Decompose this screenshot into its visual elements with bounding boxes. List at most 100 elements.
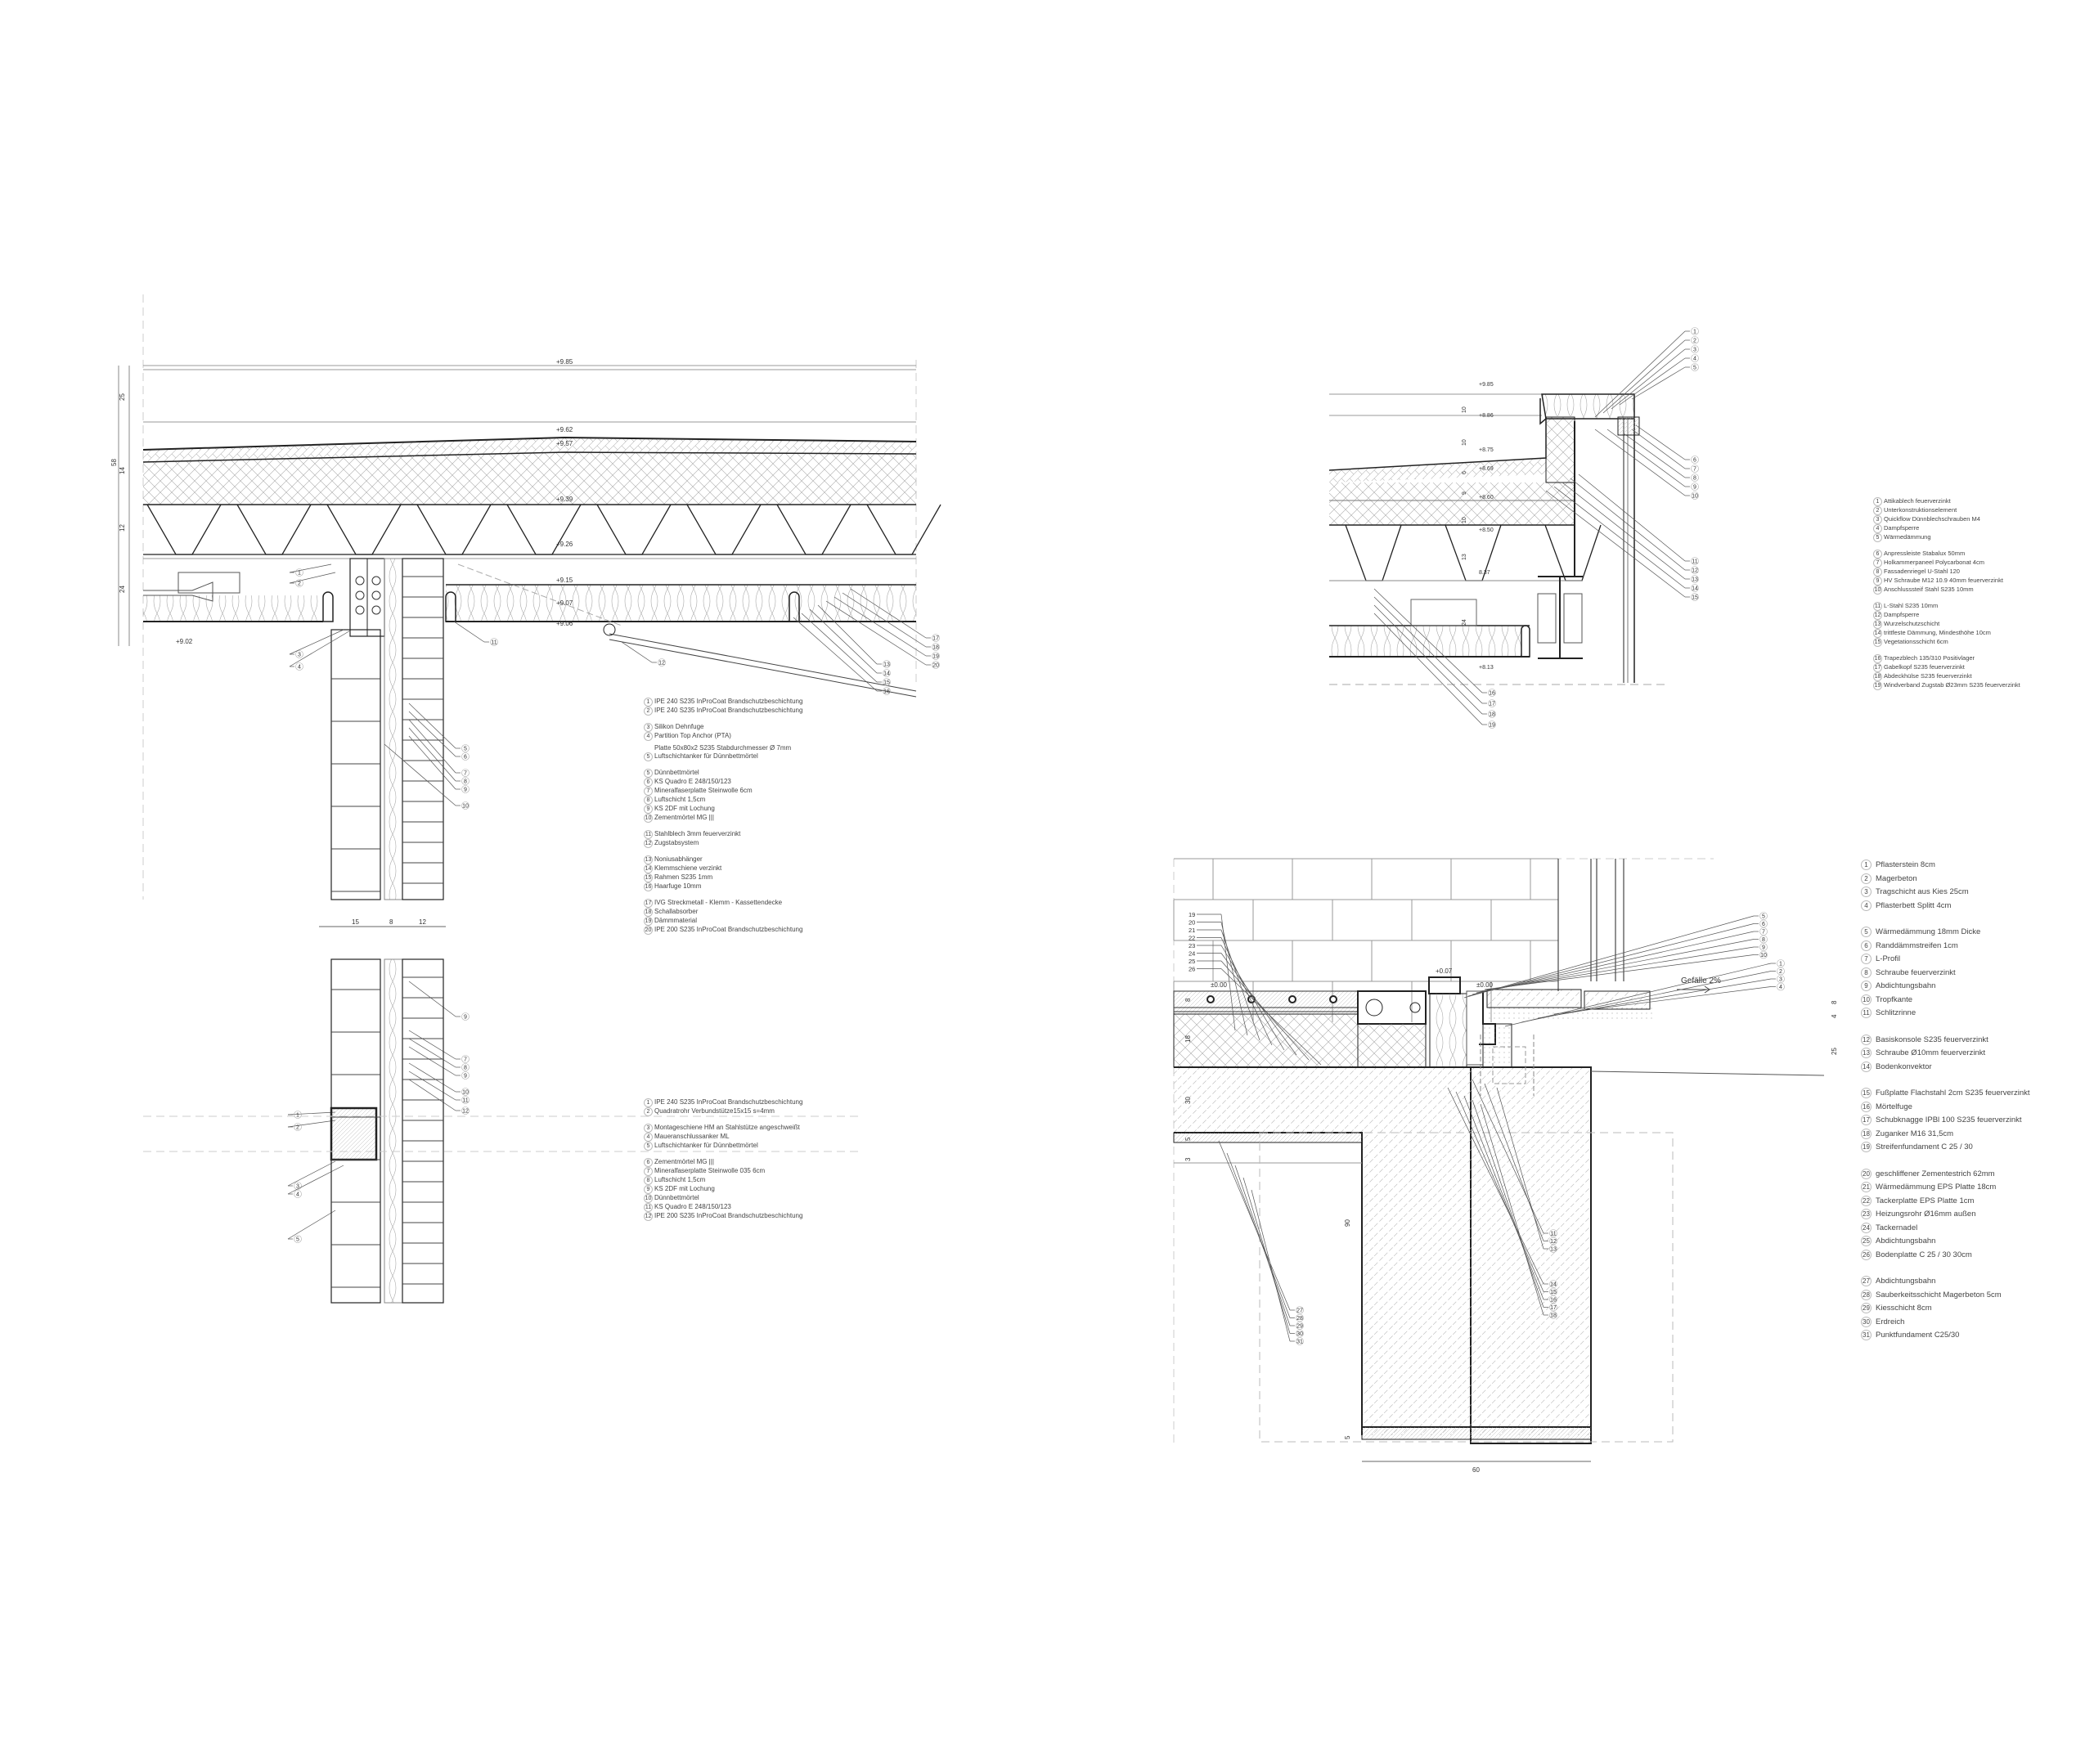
callout-circle — [1296, 1322, 1304, 1330]
legend-number: 16 — [644, 882, 653, 891]
dimension-label: 6 — [1462, 471, 1467, 474]
legend-number: 11 — [1861, 1008, 1872, 1018]
legend-text: Mörtelfuge — [1876, 1102, 1912, 1111]
callout-number: 8 — [1762, 937, 1765, 943]
legend-number: 26 — [1861, 1249, 1872, 1260]
legend-number: 2 — [1873, 506, 1882, 515]
legend-gap — [1873, 542, 2020, 550]
legend-number: 24 — [1861, 1222, 1872, 1233]
legend-number: 16 — [1873, 654, 1882, 663]
callout-number: 4 — [1693, 357, 1696, 362]
callout-number: 17 — [1489, 702, 1495, 707]
callout-circle — [1549, 1245, 1557, 1253]
callout-circle — [461, 1063, 470, 1071]
callout-number: 13 — [1692, 577, 1698, 583]
callout-circle — [1691, 363, 1699, 371]
slope-label: Gefälle 2% — [1681, 976, 1721, 985]
callout-number: 19 — [1189, 911, 1195, 918]
legend-text: Bodenplatte C 25 / 30 30cm — [1876, 1250, 1972, 1259]
legend-number: 8 — [1861, 967, 1872, 978]
legend-text: Punktfundament C25/30 — [1876, 1331, 1960, 1340]
legend-text: Wärmedämmung — [1884, 533, 1931, 541]
callout-circle — [1549, 1303, 1557, 1312]
callout-number: 12 — [462, 1109, 469, 1115]
callout-circle — [1549, 1311, 1557, 1319]
legend-text: Dünnbettmörtel — [654, 768, 699, 776]
callout-circle — [1549, 1229, 1557, 1237]
legend-number: 8 — [644, 795, 653, 805]
callout-circle — [1777, 959, 1785, 967]
callout-circle — [1488, 699, 1496, 707]
callout-number: 16 — [883, 689, 890, 695]
callout-number: 18 — [1489, 712, 1495, 718]
legend-text: Dampfsperre — [1884, 611, 1920, 618]
legend-number: 4 — [1861, 900, 1872, 911]
legend-number: 1 — [1861, 860, 1872, 870]
legend-text: Montageschiene HM an Stahlstütze angesch… — [654, 1124, 800, 1131]
legend-text: Schallabsorber — [654, 907, 699, 915]
callout-number: 11 — [491, 640, 497, 646]
legend-text: Rahmen S235 1mm — [654, 873, 713, 881]
legend-number: 13 — [1861, 1048, 1872, 1058]
legend-number: 1 — [1873, 497, 1882, 506]
elevation-label: +9.26 — [556, 541, 573, 548]
dimension-label: 3 — [1184, 1157, 1192, 1161]
elevation-label: 8.37 — [1479, 570, 1490, 576]
legend-text: Dampfsperre — [1884, 524, 1920, 532]
callout-number: 12 — [1550, 1239, 1557, 1245]
dimension-label: 5 — [1344, 1435, 1351, 1439]
callout-number: 12 — [1692, 568, 1698, 574]
callout-number: 28 — [1296, 1316, 1303, 1322]
elevation-label: +8.13 — [1479, 665, 1494, 671]
legend-text: Wärmedämmung 18mm Dicke — [1876, 927, 1981, 936]
dimension-label: 10 — [1462, 439, 1467, 446]
legend-text: Mineralfaserplatte Steinwolle 035 6cm — [654, 1167, 766, 1174]
callout-circle — [1488, 710, 1496, 718]
callout-number: 6 — [464, 755, 467, 761]
legend-number: 17 — [1873, 663, 1882, 672]
legend-item: 26 Bodenplatte C 25 / 30 30cm — [1861, 1249, 2030, 1263]
elevation-label: +9.07 — [556, 599, 573, 607]
legend-number: 5 — [644, 768, 653, 778]
legend-text: IPE 240 S235 InProCoat Brandschutzbeschi… — [654, 1098, 803, 1106]
callout-circle — [461, 769, 470, 777]
callout-number: 10 — [462, 1090, 469, 1096]
callout-circle — [295, 568, 303, 577]
callout-number: 3 — [296, 1184, 299, 1190]
legend-number: 15 — [644, 873, 653, 882]
legend-text: Anschlusssteif Stahl S235 10mm — [1884, 586, 1974, 593]
legend-number: 6 — [644, 1158, 653, 1167]
legend-number: 27 — [1861, 1276, 1872, 1286]
legend-number: 10 — [644, 813, 653, 823]
legend-number: 19 — [1861, 1142, 1872, 1152]
callout-circle — [1691, 483, 1699, 491]
callout-number: 1 — [1693, 330, 1696, 335]
callout-number: 12 — [658, 661, 665, 667]
callout-circle — [1691, 474, 1699, 482]
legend-item: Platte 50x80x2 S235 Stabdurchmesser Ø 7m… — [644, 741, 802, 752]
callout-circle — [1691, 575, 1699, 583]
legend-number: 14 — [1861, 1061, 1872, 1072]
parapet-section-drawing — [1328, 393, 1669, 685]
